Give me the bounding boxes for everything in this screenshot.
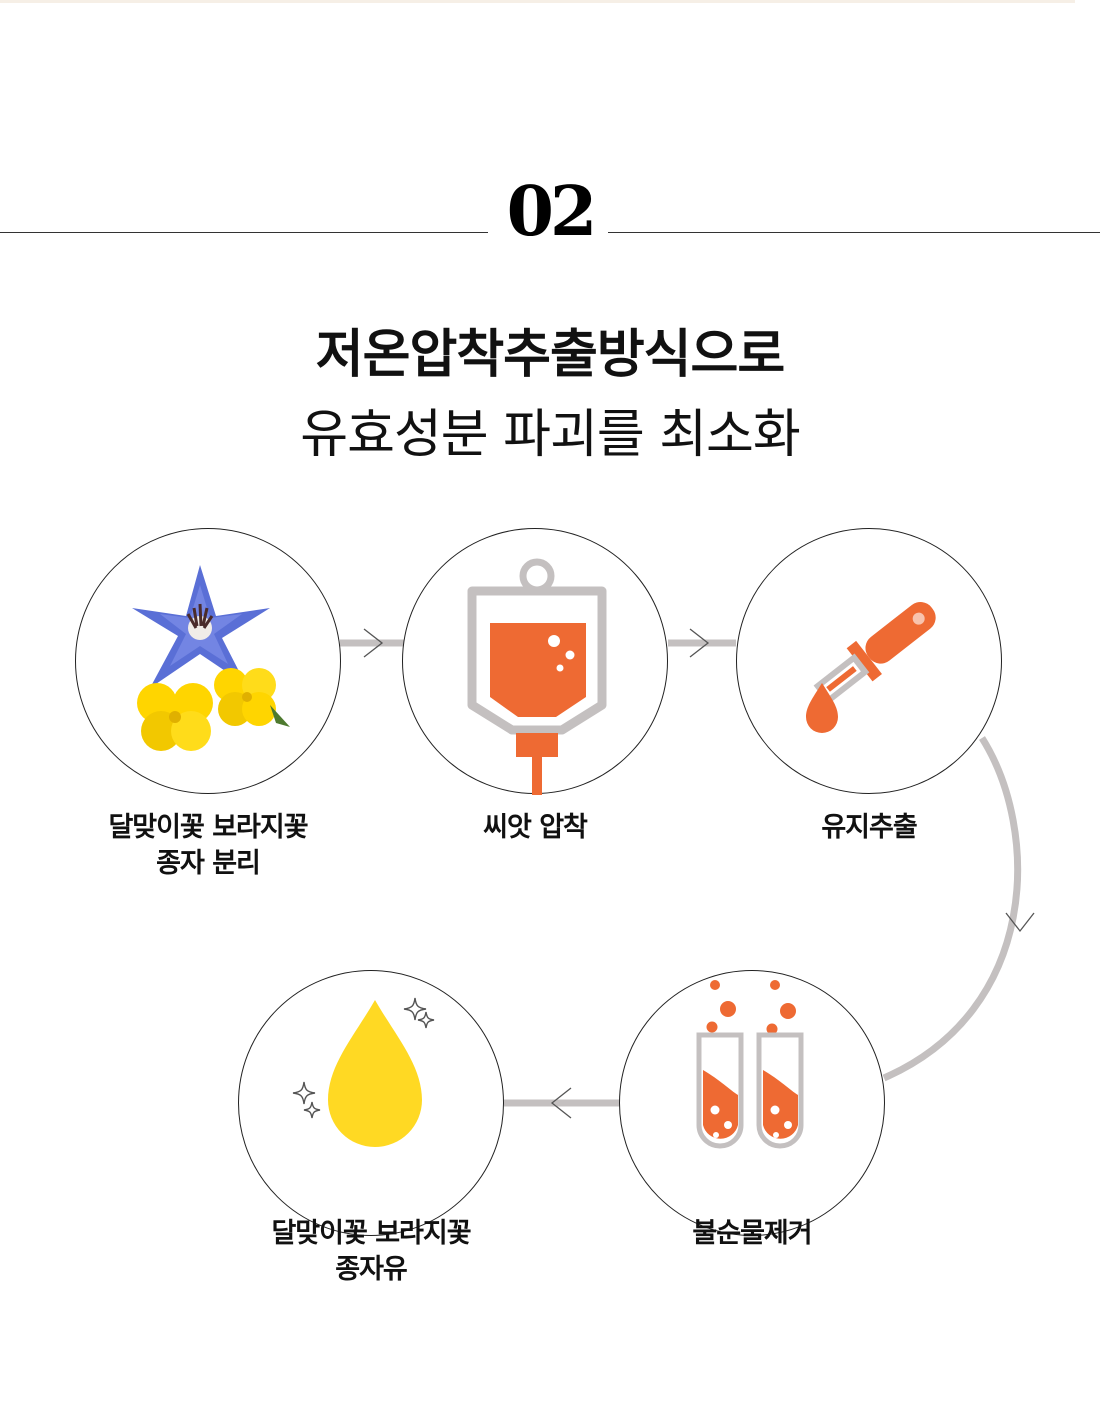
step-label-oil-extraction: 유지추출 [709,810,1029,846]
sparkle-icon [292,997,435,1119]
divider-right [608,232,1100,233]
step-label-line: 씨앗 압착 [483,812,588,843]
arrow-right-icon [363,628,384,658]
step-label-line: 불순물제거 [692,1218,812,1249]
step-label-seed-oil: 달맞이꽃 보라지꽃 종자유 [211,1216,531,1288]
step-number: 02 [506,172,598,252]
step-label-line: 달맞이꽃 보라지꽃 [108,812,308,843]
arrow-left-icon [550,1087,572,1119]
connector-3-4 [882,736,1022,1082]
oil-drop-icon [292,997,435,1147]
iv-bag-icon [467,558,607,795]
step-label-line: 종자유 [335,1254,408,1285]
test-tubes-icon [696,980,804,1149]
arrow-down-icon [1005,912,1035,933]
flowers-icon [132,565,290,751]
divider-left [0,232,488,233]
step-label-line: 종자 분리 [156,848,261,879]
step-circle-impurity-removal [619,970,885,1236]
arrow-right-icon [689,628,710,658]
step-label-line: 달맞이꽃 보라지꽃 [271,1218,471,1249]
step-circle-seed-separation [75,528,341,794]
step-label-seed-pressing: 씨앗 압착 [375,810,695,846]
headline-line-1: 저온압착추출방식으로 [315,325,785,385]
step-label-impurity-removal: 불순물제거 [592,1216,912,1252]
headline-line-2: 유효성분 파괴를 최소화 [300,405,800,465]
top-strip [0,0,1075,3]
dropper-icon [806,601,936,733]
step-label-seed-separation: 달맞이꽃 보라지꽃 종자 분리 [48,810,368,882]
step-label-line: 유지추출 [821,812,917,843]
